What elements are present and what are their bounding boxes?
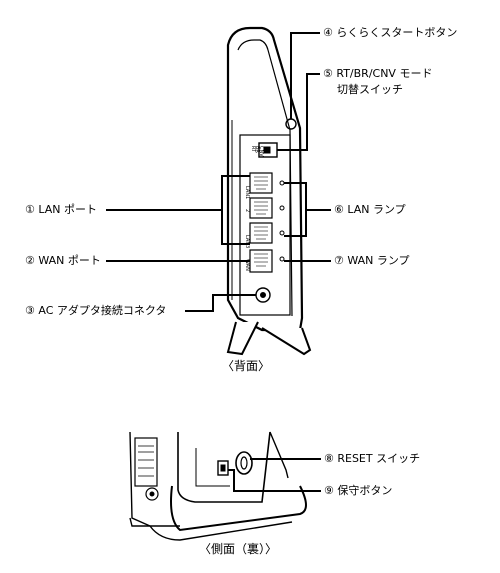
label-lan-port: ① LAN ポート [25, 203, 97, 216]
device-print: LAN1 2 LAN3 WAN RT BR CNV [244, 146, 264, 271]
callout-lines [106, 32, 331, 312]
wan-lamp [279, 256, 285, 262]
label-ac-connector: ③ AC アダプタ接続コネクタ [25, 304, 167, 317]
router-back-view [226, 26, 312, 356]
label-mode-switch-line1: ⑤ RT/BR/CNV モード [323, 67, 433, 80]
port3-print: LAN3 [244, 235, 250, 248]
lan-ports[interactable] [249, 172, 273, 244]
label-reset-switch: ⑧ RESET スイッチ [324, 452, 421, 465]
label-mode-switch-line2: 切替スイッチ [337, 83, 403, 96]
mode-rt-print: RT [250, 146, 256, 153]
label-wan-lamp: ⑦ WAN ランプ [334, 254, 410, 267]
caption-back: 〈背面〉 [222, 359, 271, 373]
label-maintenance-button: ⑨ 保守ボタン [324, 484, 393, 497]
label-wan-port: ② WAN ポート [25, 254, 101, 267]
wan-port[interactable] [249, 249, 273, 273]
mode-cnv-print: CNV [258, 146, 264, 157]
port2-print: 2 [244, 209, 250, 212]
label-lan-lamp: ⑥ LAN ランプ [334, 203, 406, 216]
port1-print: LAN1 [244, 186, 250, 199]
router-side-view [129, 431, 307, 541]
mode-br-print: BR [254, 146, 260, 153]
wan-print: WAN [244, 259, 250, 271]
side-callout-lines [228, 458, 321, 492]
caption-side: 〈側面（裏）〉 [199, 542, 278, 556]
label-easy-start-button: ④ らくらくスタートボタン [323, 26, 458, 39]
reset-switch[interactable] [235, 451, 253, 475]
